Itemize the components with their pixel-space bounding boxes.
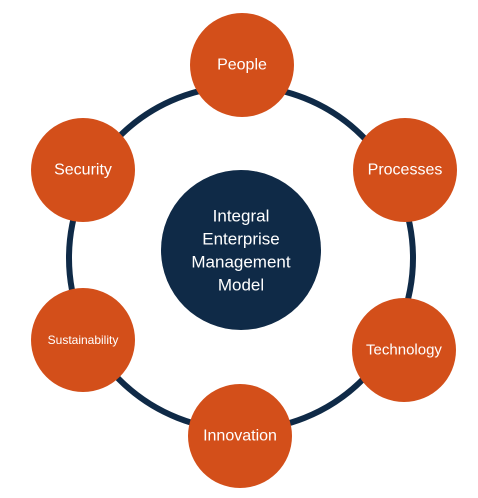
node-technology-label: Technology (366, 342, 442, 359)
center-title-line-4: Model (218, 276, 264, 295)
node-technology: Technology (352, 298, 456, 402)
center-title-line-2: Enterprise (202, 230, 279, 249)
node-innovation-label: Innovation (203, 428, 277, 445)
node-sustainability-label: Sustainability (48, 333, 119, 347)
center-title-line-1: Integral (213, 207, 270, 226)
node-security-label: Security (54, 162, 112, 179)
node-sustainability-circle (31, 288, 135, 392)
node-processes: Processes (353, 118, 457, 222)
node-innovation-circle (188, 384, 292, 488)
center-title-line-3: Management (191, 253, 291, 272)
node-technology-circle (352, 298, 456, 402)
node-processes-label: Processes (368, 162, 443, 179)
node-people-circle (190, 13, 294, 117)
node-sustainability: Sustainability (31, 288, 135, 392)
node-people: People (190, 13, 294, 117)
node-innovation: Innovation (188, 384, 292, 488)
node-security-circle (31, 118, 135, 222)
node-security: Security (31, 118, 135, 222)
node-processes-circle (353, 118, 457, 222)
center-hub: Integral Enterprise Management Model (161, 170, 321, 330)
node-people-label: People (217, 57, 267, 74)
center-circle (161, 170, 321, 330)
